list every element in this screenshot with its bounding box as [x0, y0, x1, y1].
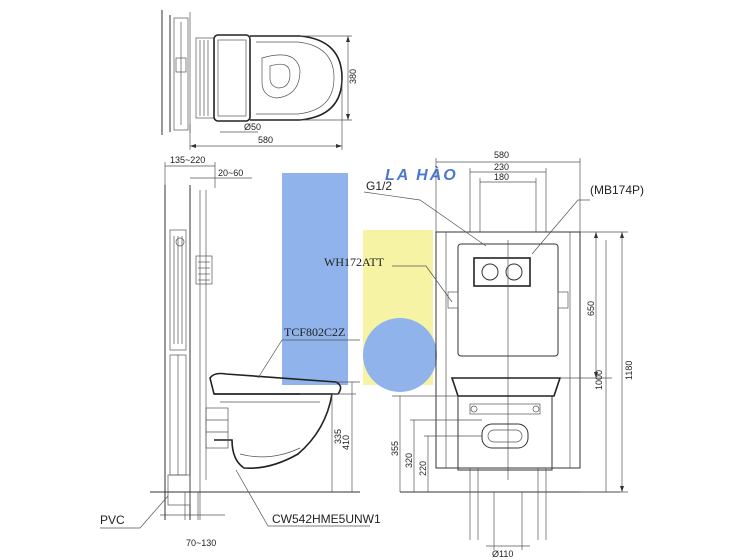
label-g12: G1/2 — [366, 179, 392, 193]
label-cw542: CW542HME5UNW1 — [272, 512, 381, 526]
dim-230: 230 — [494, 162, 509, 172]
label-tcf802c2z: TCF802C2Z — [284, 325, 345, 339]
dim-320: 320 — [404, 453, 414, 468]
front-view: 580 230 180 — [324, 150, 644, 559]
dim-580-top: 580 — [258, 135, 273, 145]
side-view: 135~220 20~60 — [100, 155, 381, 548]
dim-1180: 1180 — [624, 361, 634, 380]
dim-355: 355 — [390, 441, 400, 456]
watermark-blue-bar — [282, 173, 348, 385]
label-pvc: PVC — [100, 513, 125, 527]
label-wh172att: WH172ATT — [324, 255, 385, 269]
dim-180: 180 — [494, 172, 509, 182]
dim-70-130: 70~130 — [186, 538, 216, 548]
dim-20-60: 20~60 — [218, 168, 243, 178]
top-view: 380 Ø50 580 — [161, 10, 358, 150]
label-mb174p: (MB174P) — [590, 183, 644, 197]
dim-135-220: 135~220 — [170, 155, 205, 165]
dim-d110: Ø110 — [492, 549, 513, 559]
dim-410: 410 — [341, 435, 351, 450]
dim-335: 335 — [333, 429, 343, 444]
watermark-text: LA HÀO — [385, 165, 458, 184]
dim-1000: 1000 — [594, 370, 604, 390]
dim-d50: Ø50 — [244, 122, 261, 132]
dim-580-front: 580 — [494, 150, 509, 160]
dim-650: 650 — [586, 301, 596, 316]
dim-220: 220 — [418, 461, 428, 476]
dim-380: 380 — [348, 69, 358, 84]
watermark-circle — [363, 318, 437, 392]
